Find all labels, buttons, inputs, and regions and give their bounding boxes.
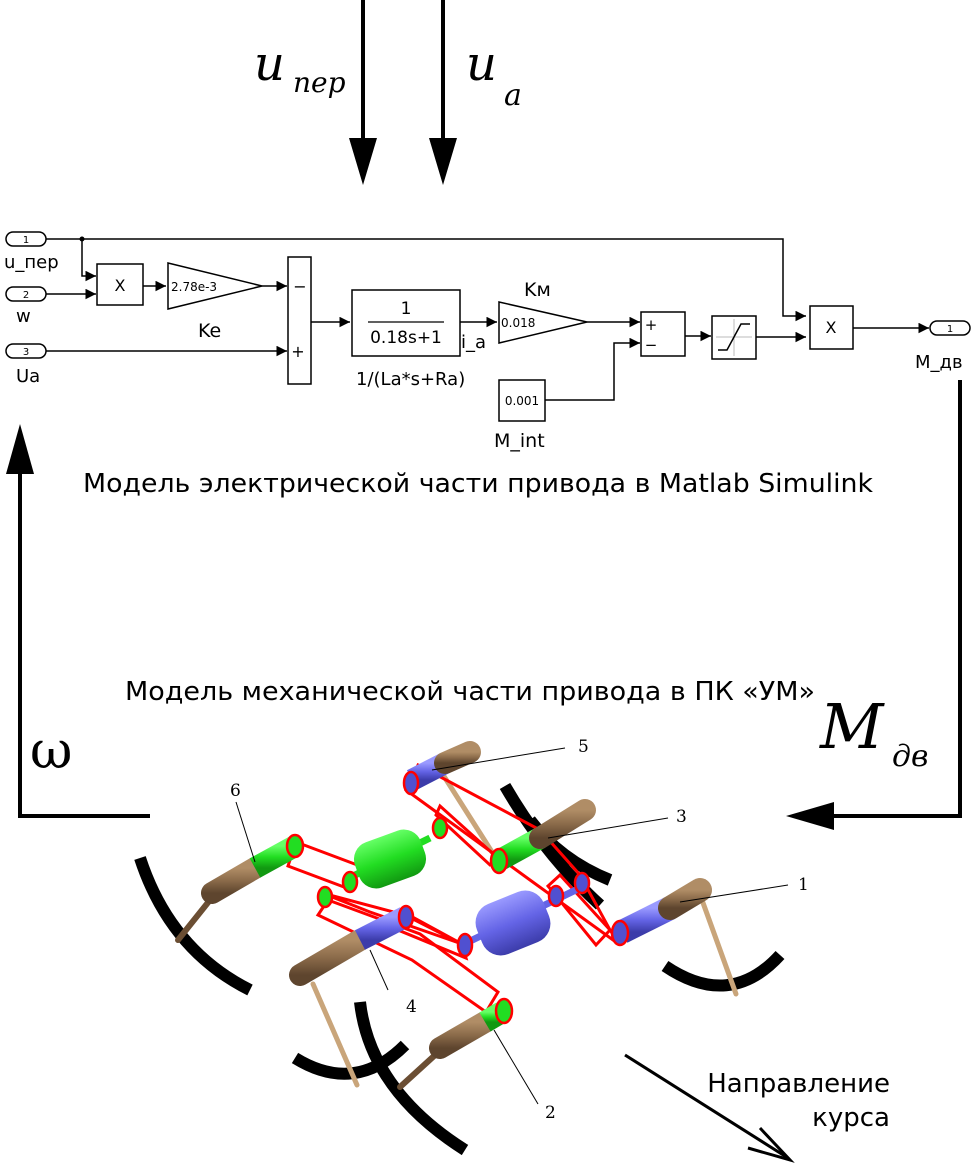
shaft-5 xyxy=(402,741,481,796)
current-signal-label: i_a xyxy=(461,332,486,353)
belts xyxy=(286,762,622,1015)
part-label-2: 2 xyxy=(545,1103,556,1123)
mechanical-model-caption: Модель механической части привода в ПК «… xyxy=(125,677,815,707)
svg-text:1: 1 xyxy=(401,299,412,319)
svg-text:M: M xyxy=(819,690,885,763)
omega-arrowhead-icon xyxy=(6,424,34,474)
svg-text:пер: пер xyxy=(293,66,346,99)
product-block-1[interactable]: X xyxy=(96,263,144,306)
svg-text:0.18s+1: 0.18s+1 xyxy=(370,328,442,348)
constant-label: M_int xyxy=(494,430,545,452)
svg-text:2.78e-3: 2.78e-3 xyxy=(171,280,217,294)
svg-text:0.001: 0.001 xyxy=(505,394,539,408)
svg-text:−: − xyxy=(645,336,658,354)
leg-1 xyxy=(661,950,785,992)
leg-5 xyxy=(499,782,605,910)
svg-text:3: 3 xyxy=(23,347,29,358)
part-label-3: 3 xyxy=(676,807,687,827)
transfer-fcn-block[interactable]: 1 0.18s+1 1/(La*s+Ra) i_a xyxy=(351,289,486,390)
motor-blue xyxy=(456,871,591,958)
sum-block-2[interactable]: + − xyxy=(640,311,686,357)
heading-label-line2: курса xyxy=(812,1103,890,1133)
saturation-icon xyxy=(716,319,752,356)
part-label-4: 4 xyxy=(406,997,417,1017)
gain-km-block[interactable]: 0.018 Kм xyxy=(498,279,588,344)
product-block-2[interactable]: X xyxy=(809,305,854,350)
shaft-4 xyxy=(289,904,415,986)
svg-text:X: X xyxy=(826,318,837,337)
omega-label: ω xyxy=(30,721,72,781)
shaft-1 xyxy=(610,878,712,947)
u-per-label: u пер xyxy=(254,36,346,99)
shaft-2 xyxy=(429,997,514,1059)
electrical-model-caption: Модель электрической части привода в Mat… xyxy=(83,469,873,499)
svg-text:+: + xyxy=(645,316,658,334)
part-label-5: 5 xyxy=(578,737,589,757)
input-arrows xyxy=(349,0,457,185)
svg-text:u: u xyxy=(466,36,497,92)
torque-arrowhead-icon xyxy=(786,802,834,830)
simulink-model: 1 u_пер 2 w 3 Ua xyxy=(4,231,971,452)
svg-text:a: a xyxy=(504,78,522,113)
sum-block-1[interactable]: − + xyxy=(287,256,312,385)
inport-2[interactable]: 2 w xyxy=(5,286,47,327)
mechanism-model: 5 3 1 6 4 2 xyxy=(134,737,809,1156)
transfer-fcn-label: 1/(La*s+Ra) xyxy=(356,369,465,390)
heading-direction: Направление курса xyxy=(624,1053,890,1163)
motor-green xyxy=(316,816,449,909)
inport-1[interactable]: 1 u_пер xyxy=(4,231,59,273)
inport-3[interactable]: 3 Ua xyxy=(5,343,47,387)
svg-text:дв: дв xyxy=(892,739,928,774)
part-label-1: 1 xyxy=(798,875,809,895)
svg-text:−: − xyxy=(293,277,306,296)
leader-lines xyxy=(235,747,789,1105)
shaft-6 xyxy=(201,833,305,904)
branch-point xyxy=(79,236,85,242)
inport-1-label: u_пер xyxy=(4,252,59,273)
svg-text:X: X xyxy=(115,276,126,295)
heading-label-line1: Направление xyxy=(707,1069,890,1099)
shaft-3 xyxy=(489,799,596,875)
inport-3-label: Ua xyxy=(16,366,40,387)
inport-2-label: w xyxy=(16,306,31,327)
saturation-block[interactable] xyxy=(711,315,757,360)
torque-label: M дв xyxy=(819,690,928,774)
svg-text:u: u xyxy=(254,36,285,92)
feedback-loop xyxy=(6,380,962,830)
u-a-label: u a xyxy=(466,36,522,113)
rods xyxy=(175,767,739,1090)
svg-text:1: 1 xyxy=(23,235,29,246)
svg-text:1: 1 xyxy=(947,324,953,335)
svg-text:2: 2 xyxy=(23,290,29,301)
gain-ke-block[interactable]: 2.78e-3 Ke xyxy=(167,262,263,342)
outport-label: M_дв xyxy=(915,352,963,373)
legs xyxy=(134,782,785,1156)
u-per-arrowhead-icon xyxy=(349,138,377,185)
gain-km-label: Kм xyxy=(524,279,551,301)
constant-block[interactable]: 0.001 M_int xyxy=(494,379,546,452)
svg-text:0.018: 0.018 xyxy=(501,316,535,330)
gain-ke-label: Ke xyxy=(198,320,221,342)
leg-2 xyxy=(354,1001,469,1156)
signal-lines xyxy=(46,238,929,401)
u-a-arrowhead-icon xyxy=(429,138,457,185)
outport-1[interactable]: 1 M_дв xyxy=(915,320,971,373)
svg-text:+: + xyxy=(291,342,304,361)
heading-arrow-icon xyxy=(747,1126,795,1163)
part-label-6: 6 xyxy=(230,781,241,801)
